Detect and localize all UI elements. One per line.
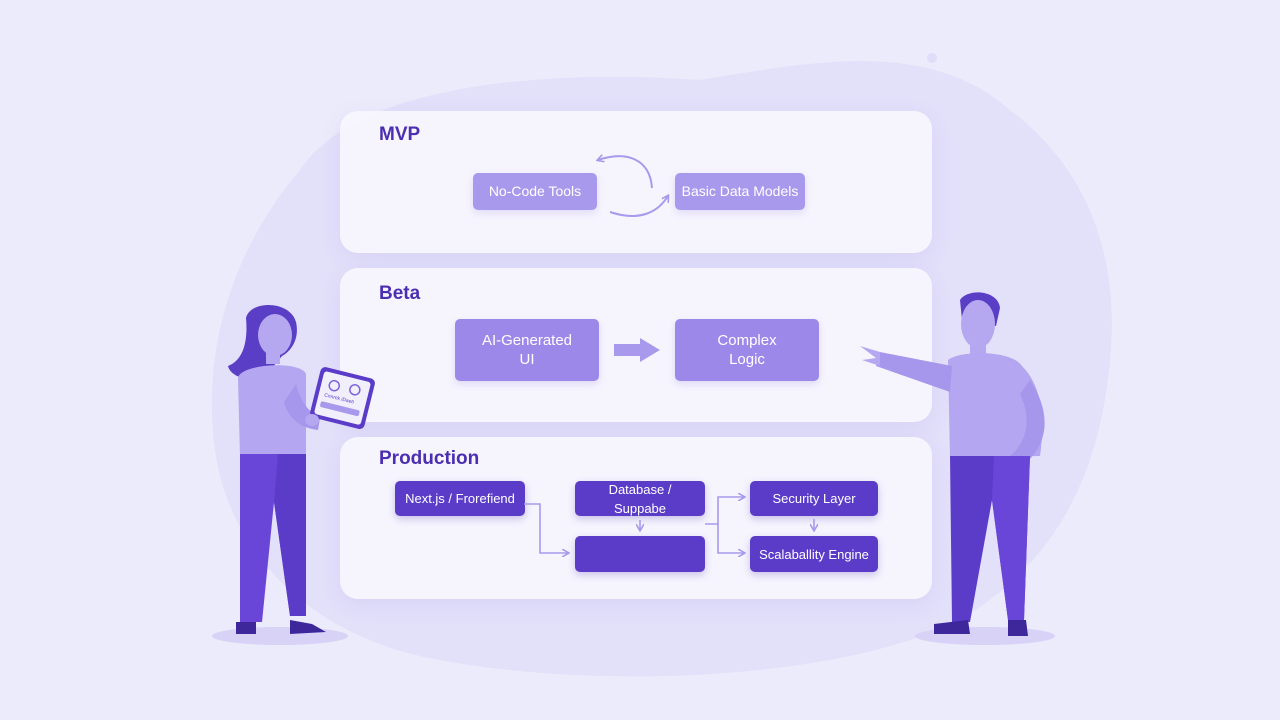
security-layer-node: Security Layer	[750, 481, 878, 516]
nextjs-frontend-node: Next.js / Frorefiend	[395, 481, 525, 516]
ai-generated-ui-node: AI-Generated UI	[455, 319, 599, 381]
beta-title: Beta	[379, 283, 421, 304]
beta-panel: Beta AI-Generated UI Complex Logic	[340, 268, 932, 422]
database-node: Database / Suppabe	[575, 481, 705, 516]
mvp-title: MVP	[379, 124, 421, 145]
scalability-engine-node: Scalaballity Engine	[750, 536, 878, 572]
no-code-tools-node: No-Code Tools	[473, 173, 597, 210]
production-title: Production	[379, 448, 480, 469]
mvp-panel: MVP No-Code Tools Basic Data Models	[340, 111, 932, 253]
basic-data-models-node: Basic Data Models	[675, 173, 805, 210]
complex-logic-node: Complex Logic	[675, 319, 819, 381]
api-node	[575, 536, 705, 572]
production-panel: Production Next.js / Frorefiend Database…	[340, 437, 932, 599]
